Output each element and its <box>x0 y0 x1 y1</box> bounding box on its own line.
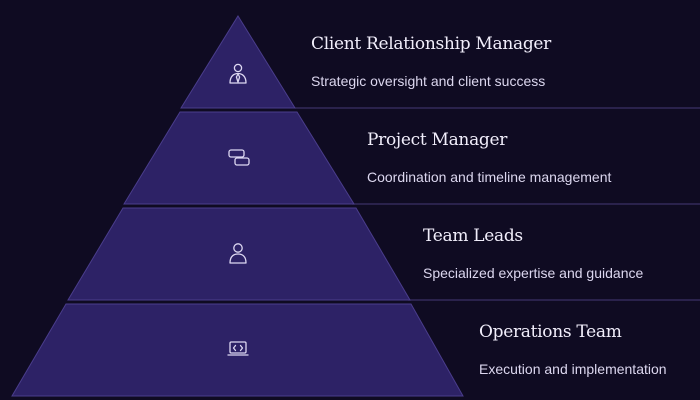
tier-title: Client Relationship Manager <box>311 34 552 54</box>
tier-2-label: Project Manager Coordination and timelin… <box>367 130 611 185</box>
tier-title: Project Manager <box>367 130 508 150</box>
tier-description: Execution and implementation <box>479 361 667 377</box>
pyramid-tier-1 <box>180 15 296 109</box>
tier-3-label: Team Leads Specialized expertise and gui… <box>423 226 643 281</box>
person-icon <box>229 243 247 264</box>
laptop-code-icon <box>227 341 249 356</box>
tier-description: Strategic oversight and client success <box>311 73 546 89</box>
tier-4-label: Operations Team Execution and implementa… <box>479 322 667 377</box>
tier-title: Team Leads <box>423 226 523 246</box>
tier-description: Specialized expertise and guidance <box>423 265 644 281</box>
tier-title: Operations Team <box>479 322 622 342</box>
tier-description: Coordination and timeline management <box>367 169 612 185</box>
tier-1-label: Client Relationship Manager Strategic ov… <box>311 34 551 89</box>
pyramid-tier-4 <box>11 303 464 397</box>
user-tie-icon <box>229 63 247 84</box>
message-bubbles-icon <box>228 149 250 166</box>
